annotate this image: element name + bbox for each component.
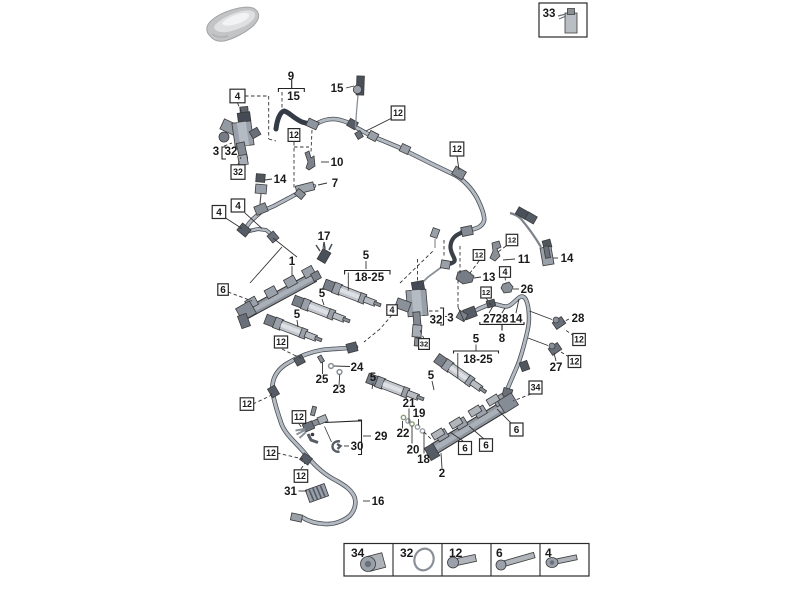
svg-text:21: 21 <box>403 398 416 410</box>
svg-text:12: 12 <box>242 399 252 409</box>
svg-text:1: 1 <box>289 256 296 268</box>
svg-text:12: 12 <box>393 108 403 118</box>
svg-text:5: 5 <box>294 309 301 321</box>
svg-text:32: 32 <box>430 315 443 327</box>
svg-text:22: 22 <box>397 428 410 440</box>
svg-text:32: 32 <box>420 340 428 349</box>
svg-text:10: 10 <box>331 157 344 169</box>
svg-text:15: 15 <box>331 83 344 95</box>
svg-text:31: 31 <box>284 486 297 498</box>
svg-text:29: 29 <box>375 431 388 443</box>
svg-text:12: 12 <box>452 144 462 154</box>
svg-text:6: 6 <box>496 546 503 560</box>
svg-text:34: 34 <box>351 546 365 560</box>
svg-text:12: 12 <box>449 546 463 560</box>
svg-text:6: 6 <box>514 425 520 436</box>
svg-text:17: 17 <box>318 231 331 243</box>
svg-text:32: 32 <box>225 146 238 158</box>
svg-text:12: 12 <box>570 357 580 367</box>
svg-text:6: 6 <box>462 444 468 455</box>
svg-text:24: 24 <box>351 362 364 374</box>
svg-text:13: 13 <box>483 272 496 284</box>
svg-text:4: 4 <box>545 546 552 560</box>
svg-text:3: 3 <box>447 313 453 325</box>
svg-text:12: 12 <box>475 251 483 260</box>
svg-text:25: 25 <box>316 374 329 386</box>
svg-text:27: 27 <box>550 362 563 374</box>
svg-text:4: 4 <box>502 267 507 277</box>
svg-text:12: 12 <box>276 337 286 347</box>
svg-text:30: 30 <box>351 441 364 453</box>
svg-text:12: 12 <box>296 471 306 481</box>
svg-text:8: 8 <box>499 333 506 345</box>
svg-text:5: 5 <box>319 288 326 300</box>
svg-text:6: 6 <box>483 441 489 452</box>
svg-text:18: 18 <box>417 454 430 466</box>
svg-text:12: 12 <box>508 236 516 245</box>
svg-text:14: 14 <box>274 174 287 186</box>
svg-text:27: 27 <box>483 314 496 326</box>
svg-text:12: 12 <box>266 448 276 458</box>
svg-text:9: 9 <box>288 71 294 83</box>
svg-text:5: 5 <box>473 334 480 346</box>
svg-text:12: 12 <box>574 335 584 345</box>
svg-text:23: 23 <box>333 384 346 396</box>
svg-text:4: 4 <box>389 305 394 315</box>
svg-text:18-25: 18-25 <box>355 272 385 284</box>
svg-text:16: 16 <box>372 496 385 508</box>
svg-text:32: 32 <box>400 546 414 560</box>
svg-text:18-25: 18-25 <box>463 354 493 366</box>
svg-text:5: 5 <box>370 372 377 384</box>
svg-text:28: 28 <box>496 314 509 326</box>
svg-text:14: 14 <box>510 314 523 326</box>
svg-text:5: 5 <box>428 370 435 382</box>
svg-text:4: 4 <box>216 208 222 219</box>
svg-text:3: 3 <box>213 146 219 158</box>
svg-text:6: 6 <box>220 285 226 296</box>
svg-text:4: 4 <box>235 201 241 212</box>
svg-text:2: 2 <box>439 468 445 480</box>
svg-text:12: 12 <box>289 130 299 140</box>
svg-text:5: 5 <box>363 250 370 262</box>
svg-text:4: 4 <box>235 92 241 103</box>
svg-text:15: 15 <box>287 91 300 103</box>
svg-text:32: 32 <box>233 167 243 177</box>
svg-text:14: 14 <box>561 253 574 265</box>
svg-text:28: 28 <box>572 313 585 325</box>
svg-text:20: 20 <box>407 445 420 457</box>
svg-text:12: 12 <box>482 288 490 297</box>
svg-text:12: 12 <box>294 412 304 422</box>
svg-text:33: 33 <box>543 8 556 20</box>
svg-text:19: 19 <box>413 408 426 420</box>
svg-text:26: 26 <box>521 284 534 296</box>
svg-text:11: 11 <box>518 254 531 266</box>
svg-text:34: 34 <box>531 383 541 393</box>
svg-text:7: 7 <box>332 178 338 190</box>
